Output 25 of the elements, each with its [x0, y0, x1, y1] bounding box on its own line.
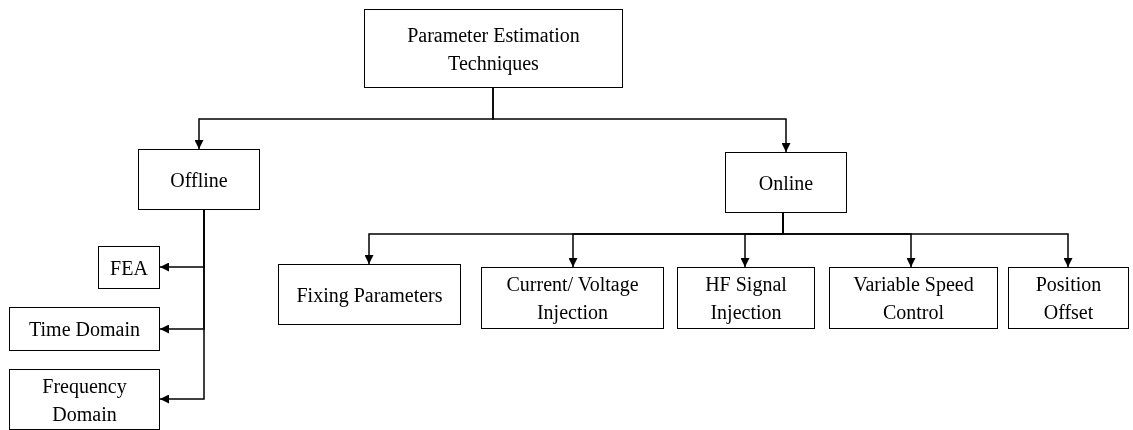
process-box [98, 246, 160, 289]
box-label: HF Signal Injection [704, 272, 788, 326]
arrow [492, 87, 791, 153]
box-label: Offline [170, 167, 228, 193]
arrow [159, 209, 205, 404]
process-box [481, 267, 664, 329]
box-label: Frequency Domain [41, 373, 128, 427]
process-box [677, 267, 815, 329]
process-box [829, 267, 998, 329]
box-label: Time Domain [29, 317, 140, 342]
box-label: Parameter Estimation Techniques [406, 22, 581, 77]
process-box [725, 152, 847, 213]
box-label: FEA [110, 255, 148, 281]
arrow [782, 212, 1073, 268]
process-box [9, 369, 160, 430]
process-box [9, 307, 160, 351]
process-box [138, 149, 260, 210]
process-box [1008, 267, 1129, 329]
box-label: Current/ Voltage Injection [505, 272, 640, 326]
box-label: Variable Speed Control [852, 272, 975, 325]
box-label: Online [758, 170, 814, 196]
process-box [364, 9, 623, 88]
box-label: Fixing Parameters [296, 282, 443, 309]
box-label: Position Offset [1034, 272, 1103, 325]
process-box [278, 264, 461, 325]
